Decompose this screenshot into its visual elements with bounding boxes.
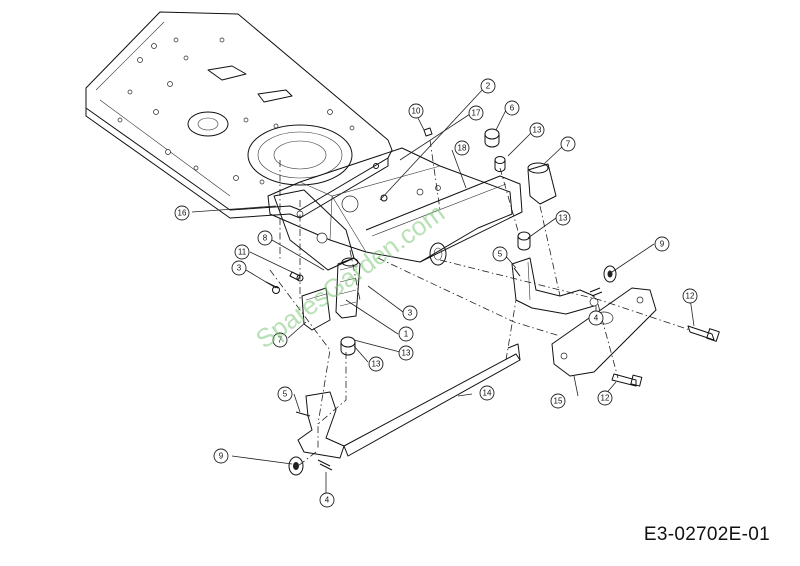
svg-text:13: 13: [372, 360, 381, 369]
washer-lower: [288, 456, 304, 476]
bolt-5-left: [295, 411, 311, 417]
cotter-pin-lower: [317, 459, 333, 471]
callout-13-top: 13: [529, 122, 545, 138]
drawing-code: E3-02702E-01: [643, 524, 770, 545]
bolt-5-right: [513, 267, 521, 277]
sleeve-left: [301, 287, 331, 331]
svg-text:3: 3: [408, 309, 413, 318]
svg-text:17: 17: [472, 109, 481, 118]
callout-1: 1: [398, 326, 414, 342]
svg-text:5: 5: [283, 390, 288, 399]
callout-7-right: 7: [560, 136, 576, 152]
bolt-long-upper: [687, 325, 720, 342]
svg-text:7: 7: [566, 140, 571, 149]
svg-text:6: 6: [510, 104, 515, 113]
chassis-frame: [85, 11, 393, 219]
svg-text:9: 9: [219, 452, 224, 461]
callout-15: 15: [550, 393, 566, 409]
callout-10: 10: [408, 103, 424, 119]
leader-lines: [191, 87, 695, 494]
bushing-upper: [494, 156, 506, 172]
svg-text:14: 14: [483, 389, 492, 398]
svg-text:4: 4: [325, 496, 330, 505]
callout-8: 8: [257, 230, 273, 246]
bolt-3-left: [265, 281, 280, 294]
callout-6: 6: [504, 100, 520, 116]
svg-text:7: 7: [278, 336, 283, 345]
callout-13-center: 13: [398, 345, 414, 361]
callout-12-lower: 12: [597, 390, 613, 406]
callout-7-left: 7: [272, 332, 288, 348]
bolt-long-lower: [611, 373, 643, 387]
bushing-right: [517, 231, 531, 251]
sleeve-right: [527, 162, 557, 205]
callout-14: 14: [479, 385, 495, 401]
callout-12-upper: 12: [682, 288, 698, 304]
spindle-right: [511, 257, 599, 315]
callout-11: 11: [234, 244, 250, 260]
svg-text:13: 13: [402, 349, 411, 358]
spindle-left: [297, 257, 361, 459]
bolt-11: [289, 271, 304, 282]
callout-5-left: 5: [277, 386, 293, 402]
axle-cover-plate: [551, 287, 657, 377]
callout-18: 18: [454, 140, 470, 156]
svg-text:18: 18: [458, 144, 467, 153]
callout-17: 17: [468, 105, 484, 121]
svg-text:15: 15: [554, 397, 563, 406]
tie-rod: [343, 343, 521, 457]
svg-text:9: 9: [660, 240, 665, 249]
svg-text:1: 1: [404, 330, 409, 339]
svg-text:12: 12: [601, 394, 610, 403]
callout-13-right: 13: [555, 210, 571, 226]
callout-9-upper: 9: [654, 236, 670, 252]
callout-2: 2: [480, 78, 496, 94]
callout-9-lower: 9: [213, 448, 229, 464]
nut-10: [423, 127, 433, 137]
svg-text:5: 5: [498, 250, 503, 259]
svg-text:16: 16: [178, 209, 187, 218]
callout-3-left: 3: [231, 260, 247, 276]
nut-18: [373, 163, 388, 202]
svg-text:3: 3: [237, 264, 242, 273]
svg-text:13: 13: [533, 126, 542, 135]
callout-3-center: 3: [402, 305, 418, 321]
svg-text:13: 13: [559, 214, 568, 223]
svg-text:11: 11: [238, 248, 247, 257]
washer-upper: [603, 265, 617, 283]
assembly-lines: [269, 139, 691, 467]
cotter-pin-upper: [589, 287, 603, 297]
svg-text:8: 8: [263, 234, 268, 243]
callout-4-right: 4: [588, 310, 604, 326]
callout-16: 16: [174, 205, 190, 221]
callout-5-right: 5: [492, 246, 508, 262]
svg-text:4: 4: [594, 314, 599, 323]
dust-cap: [484, 128, 500, 148]
svg-text:12: 12: [686, 292, 695, 301]
svg-text:10: 10: [412, 107, 421, 116]
callout-13-lower: 13: [368, 356, 384, 372]
callout-4-lower: 4: [319, 492, 335, 508]
svg-text:2: 2: [486, 82, 491, 91]
